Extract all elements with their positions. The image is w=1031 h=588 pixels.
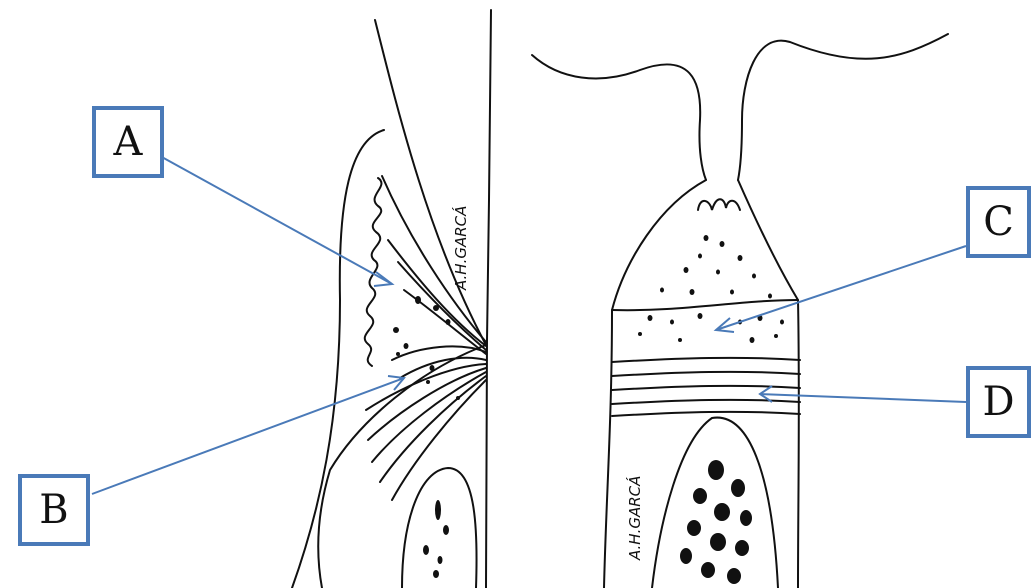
left-gingiva-outline [292, 130, 384, 588]
right-alveolar-crest [652, 418, 778, 588]
right-papilla-top [532, 55, 706, 180]
label-c: C [966, 186, 1031, 258]
right-cell-dots [638, 235, 784, 584]
right-artist-signature: A.H.GARCÁ [625, 476, 644, 561]
label-d-text: D [982, 379, 1014, 425]
right-col-top [698, 199, 740, 210]
left-fibre-b3 [366, 364, 486, 410]
left-fibre-b5 [372, 372, 486, 462]
right-fibre-d5 [612, 412, 800, 416]
left-epithelium-outline [318, 20, 486, 588]
pointer-lines [92, 156, 966, 494]
left-tooth-surface [486, 10, 491, 588]
pointer-c [716, 246, 966, 330]
label-d: D [966, 366, 1031, 438]
left-fibre-a2 [388, 240, 486, 346]
pointer-b [92, 378, 404, 494]
right-col-edge [612, 300, 798, 310]
label-b: B [18, 474, 90, 546]
pointer-a [160, 156, 392, 284]
left-section [292, 10, 491, 588]
left-rete-pegs [365, 178, 382, 366]
right-fibre-d1 [612, 358, 800, 362]
left-fibre-b7 [392, 380, 486, 500]
label-a-text: A [114, 119, 143, 165]
left-fibre-a1 [382, 176, 486, 342]
right-section [532, 34, 948, 588]
left-alveolar-bone [402, 468, 477, 588]
label-c-text: C [983, 199, 1014, 245]
left-fibre-b2 [400, 358, 486, 378]
label-a: A [92, 106, 164, 178]
left-artist-signature: A.H.GARCÁ [451, 206, 470, 291]
label-b-text: B [39, 487, 68, 533]
right-papilla-top-2 [738, 34, 948, 180]
left-cell-dots [393, 296, 460, 578]
right-septum-2 [738, 180, 799, 588]
right-fibre-d2 [612, 372, 800, 376]
